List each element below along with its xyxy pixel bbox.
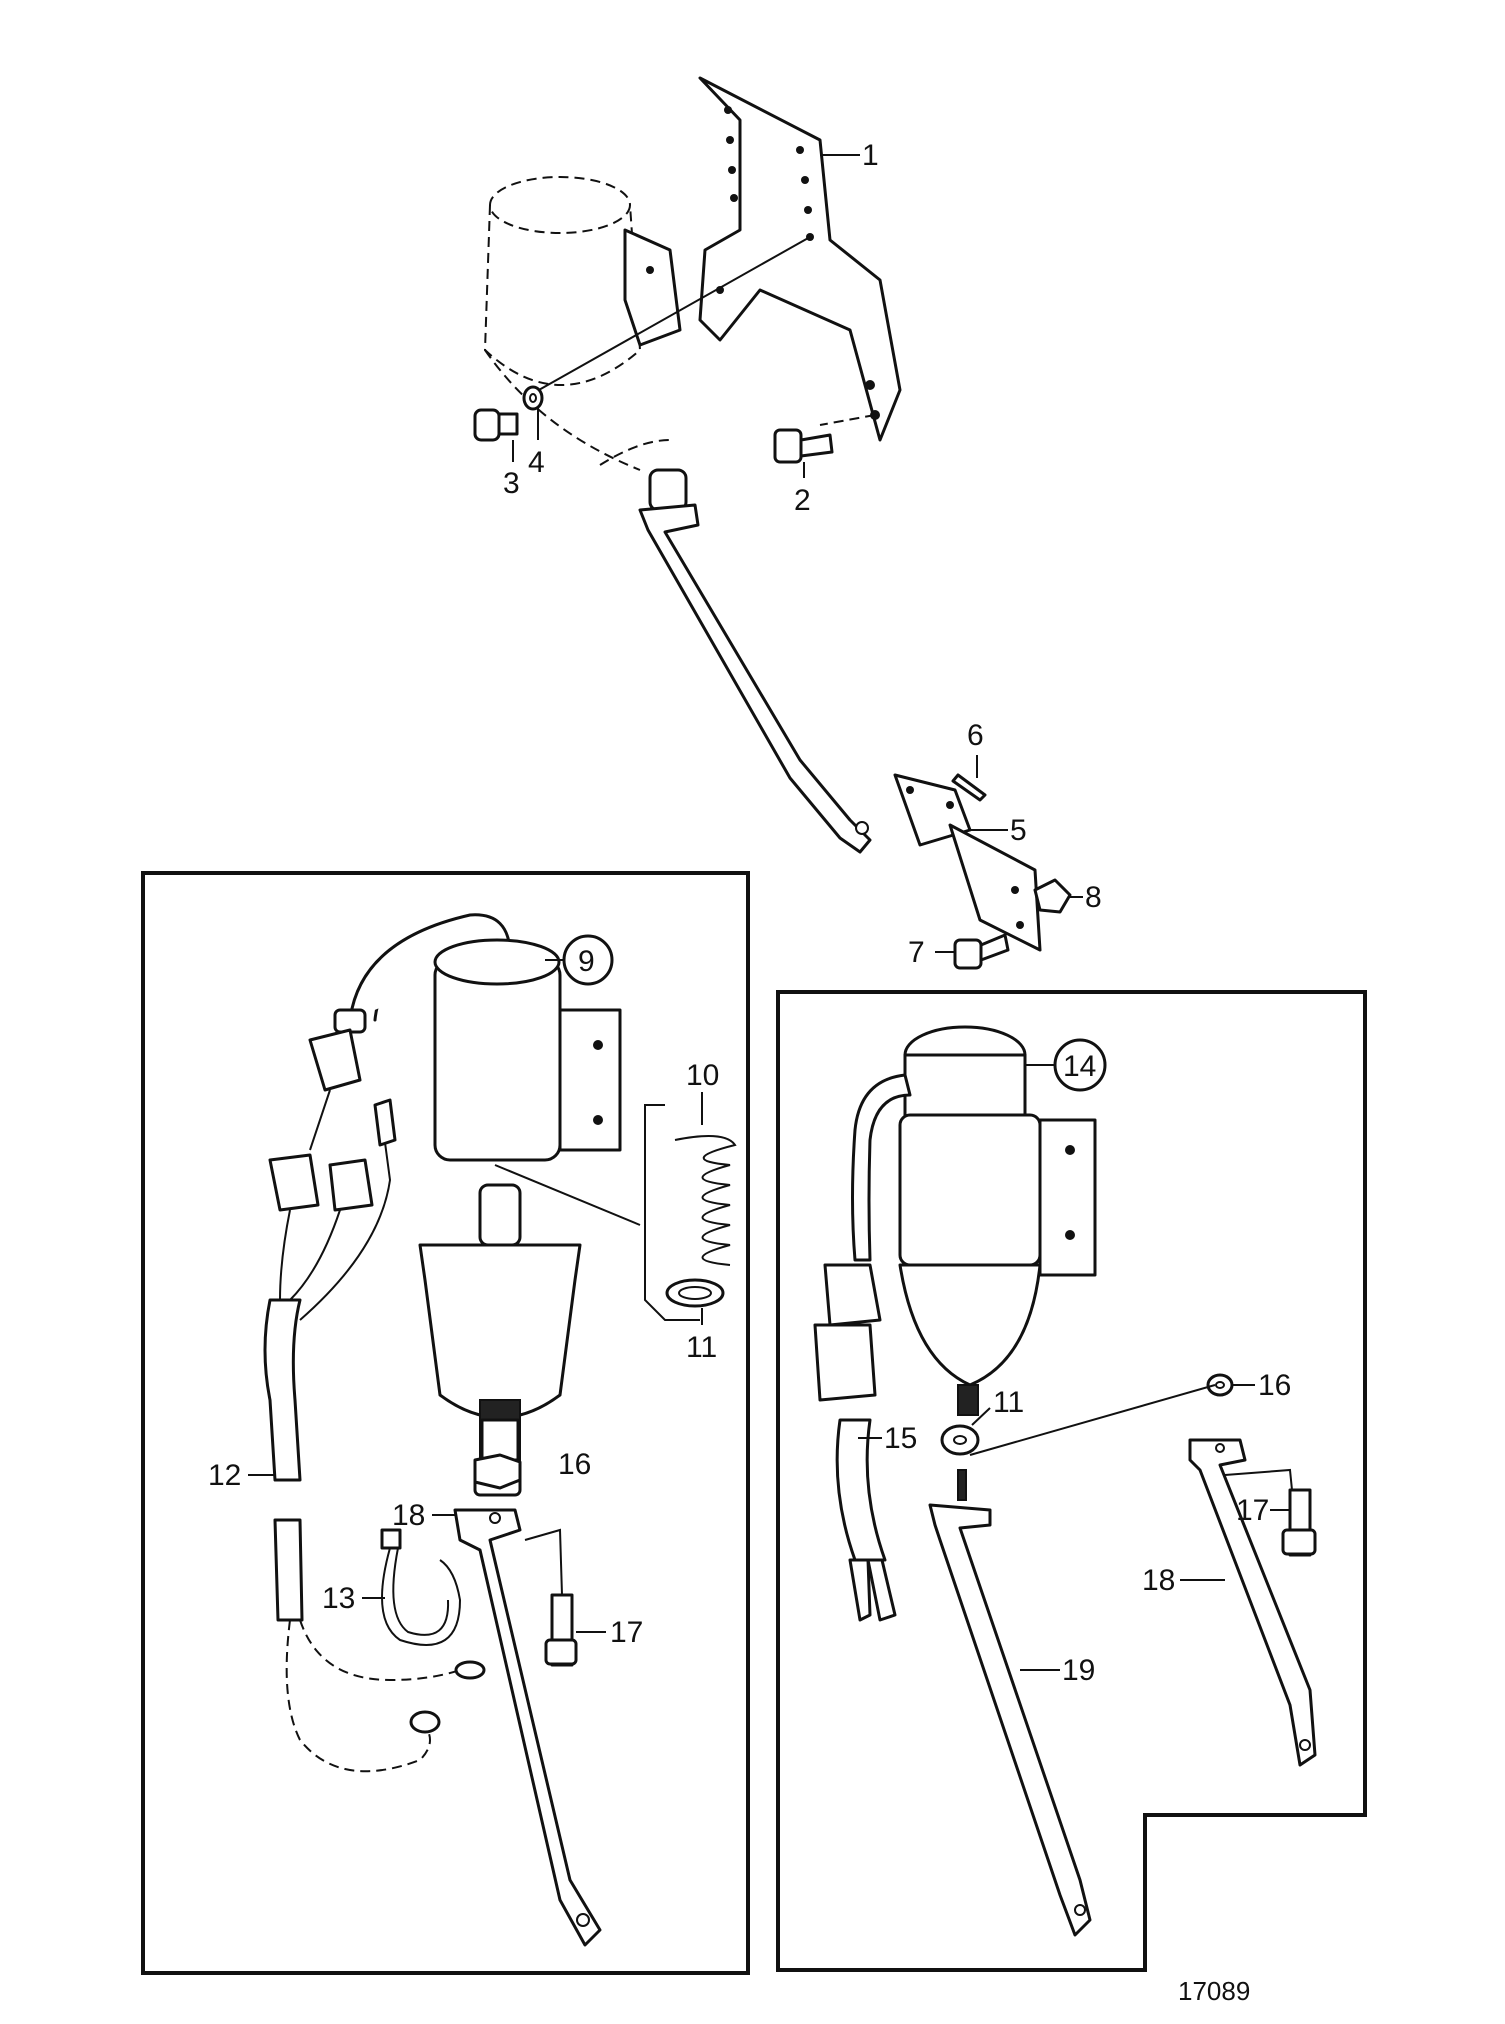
mounting-bracket bbox=[623, 76, 902, 442]
callout-2: 2 bbox=[794, 484, 811, 517]
callout-3: 3 bbox=[503, 467, 520, 500]
callout-9-circle bbox=[562, 934, 614, 986]
washer-item-11 bbox=[665, 1278, 725, 1308]
callout-17-left: 17 bbox=[610, 1616, 643, 1649]
callout-18-right: 18 bbox=[1142, 1564, 1175, 1597]
top-assembly bbox=[473, 76, 1072, 970]
callout-18-left: 18 bbox=[392, 1499, 425, 1532]
document-number: 17089 bbox=[1178, 1976, 1250, 2006]
nut-item-16 bbox=[473, 1453, 522, 1490]
callout-13: 13 bbox=[322, 1582, 355, 1615]
callout-12: 12 bbox=[208, 1459, 241, 1492]
washer-item-4 bbox=[522, 385, 544, 411]
lever-item-18b bbox=[1188, 1438, 1317, 1767]
nut-item-8 bbox=[1033, 878, 1072, 914]
callout-11-left: 11 bbox=[686, 1331, 717, 1364]
callout-17-right: 17 bbox=[1236, 1494, 1269, 1527]
bracket-item-5 bbox=[893, 773, 1042, 952]
bolt-item-17b bbox=[1281, 1488, 1317, 1557]
screw-item-2 bbox=[773, 428, 834, 464]
callout-1: 1 bbox=[862, 139, 879, 172]
callout-6: 6 bbox=[967, 719, 984, 752]
callout-8: 8 bbox=[1085, 881, 1102, 914]
callout-10: 10 bbox=[686, 1059, 719, 1092]
lever-item-18 bbox=[453, 1508, 602, 1947]
left-variant-frame bbox=[141, 871, 750, 1975]
solenoid-item-14 bbox=[898, 1025, 1097, 1416]
callout-14-circle bbox=[1053, 1038, 1107, 1092]
phantom-solenoid-body bbox=[483, 176, 671, 471]
wiring-item-15 bbox=[813, 1073, 912, 1622]
lever-item-19 bbox=[928, 1503, 1092, 1937]
callout-11-right: 11 bbox=[993, 1386, 1024, 1419]
plunger-housing bbox=[418, 1183, 582, 1497]
callout-16-right: 16 bbox=[1258, 1369, 1291, 1402]
callout-4: 4 bbox=[528, 446, 545, 479]
callout-14: 14 bbox=[1063, 1050, 1096, 1083]
pin-item-6 bbox=[951, 773, 987, 802]
stud bbox=[957, 1469, 967, 1501]
callout-7: 7 bbox=[908, 936, 925, 969]
screw-item-7 bbox=[953, 933, 1010, 970]
callout-19: 19 bbox=[1062, 1654, 1095, 1687]
callout-9: 9 bbox=[578, 945, 595, 978]
callout-15: 15 bbox=[884, 1422, 917, 1455]
wiring-harness-item-12 bbox=[263, 1028, 486, 1773]
callout-16-left: 16 bbox=[558, 1448, 591, 1481]
solenoid-item-9 bbox=[333, 913, 622, 1162]
right-variant-frame bbox=[776, 990, 1367, 1972]
callouts: 1 2 3 4 5 6 7 8 9 10 11 12 bbox=[208, 139, 1291, 1687]
callout-5: 5 bbox=[1010, 814, 1027, 847]
lever-arm bbox=[638, 468, 872, 854]
spring-item-10 bbox=[674, 1135, 737, 1266]
cable-strap-item-13 bbox=[380, 1528, 462, 1646]
washer-item-11b bbox=[940, 1424, 980, 1456]
screw-item-3 bbox=[473, 408, 519, 442]
bolt-item-17 bbox=[544, 1593, 578, 1667]
